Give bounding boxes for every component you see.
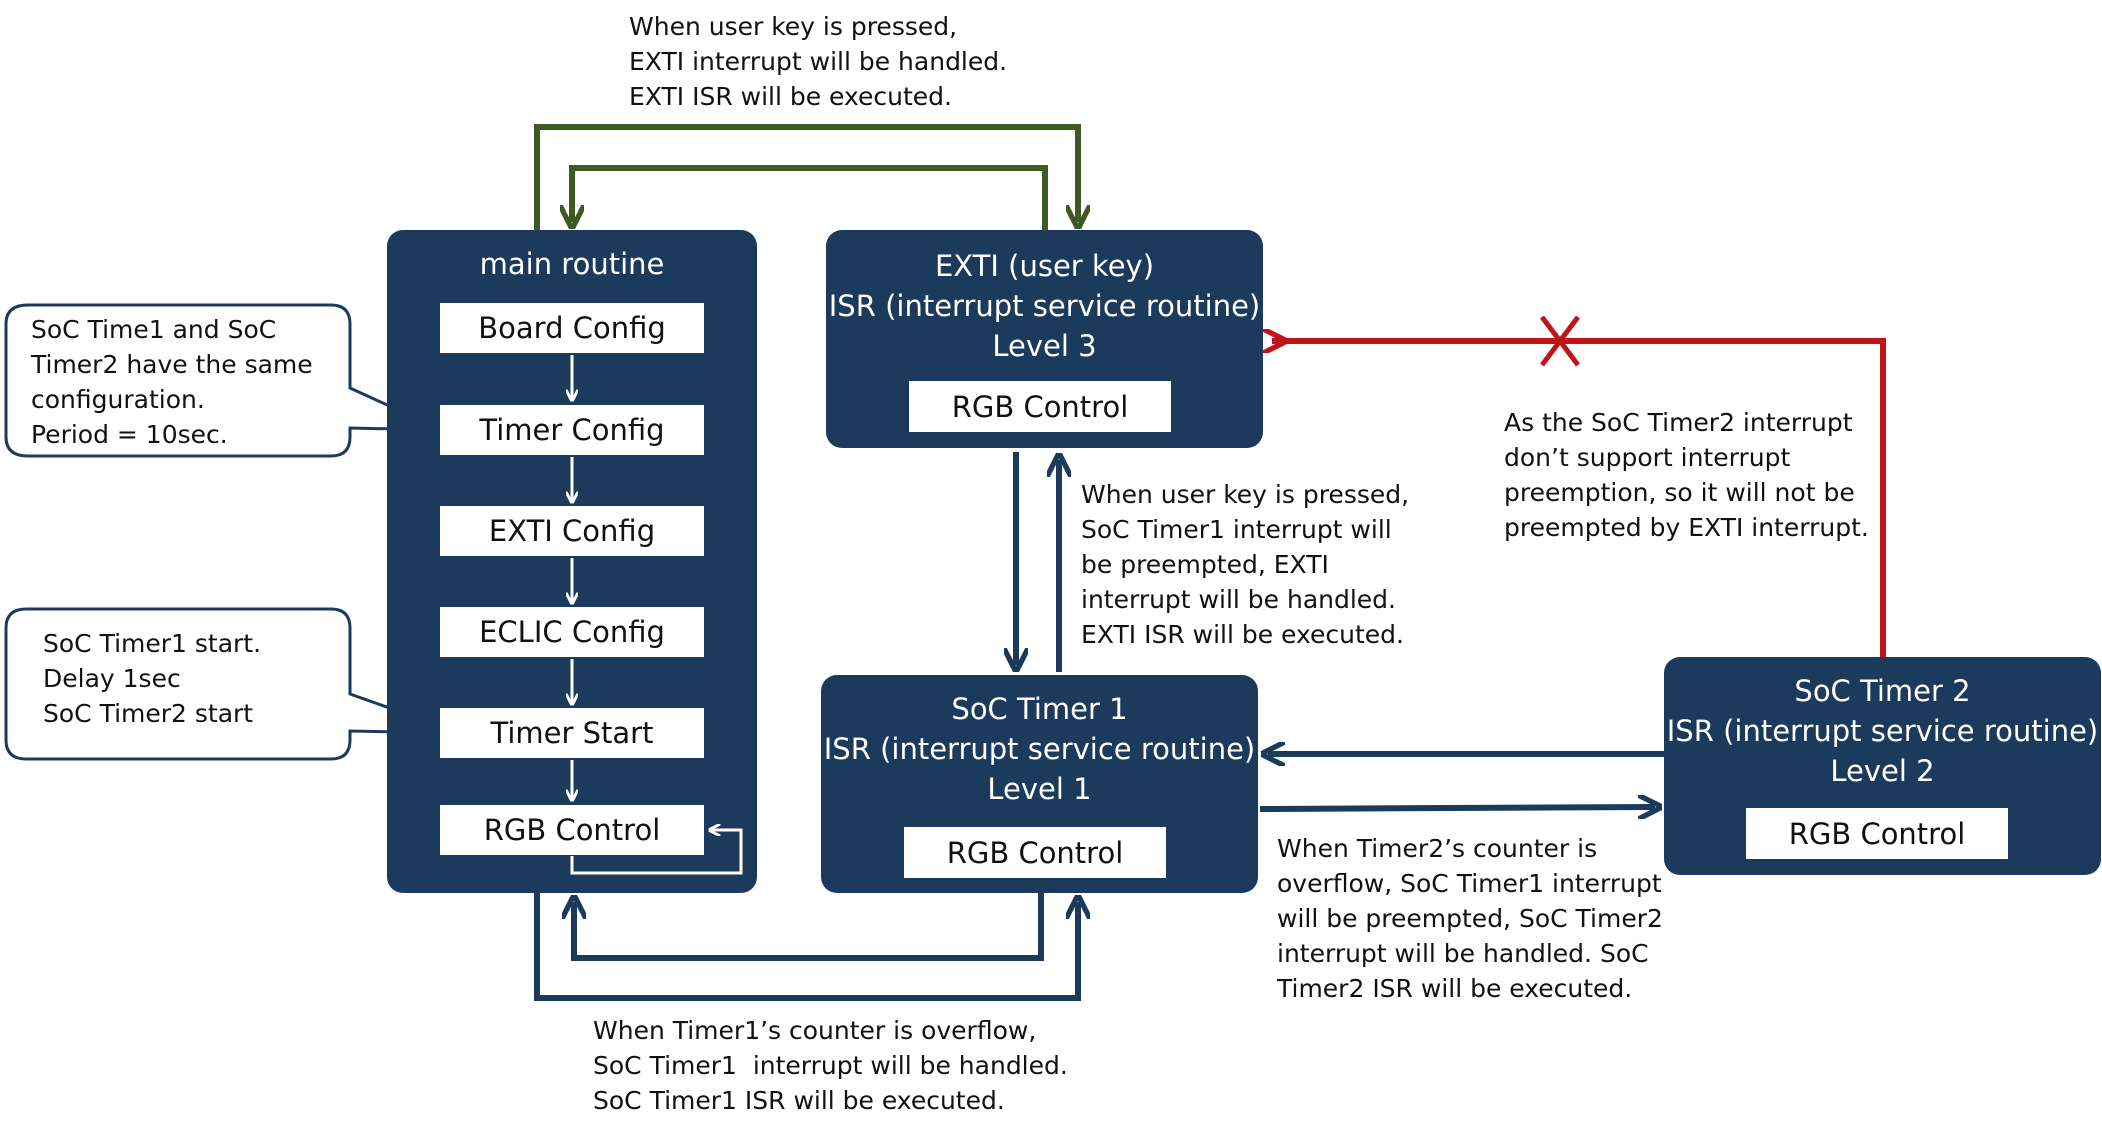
- exti-isr-subtitle: ISR (interrupt service routine): [828, 289, 1261, 323]
- arrow-timer1-to-main: [574, 893, 1044, 961]
- timer-start-step: Timer Start: [440, 708, 704, 758]
- timer2-isr-name: SoC Timer 2: [1794, 674, 1971, 708]
- eclic-config-step: ECLIC Config: [440, 607, 704, 657]
- callout-start-text: SoC Timer1 start. Delay 1sec SoC Timer2 …: [43, 629, 262, 728]
- blocked-x-mark: [1540, 315, 1580, 367]
- timer2-isr-box: SoC Timer 2 ISR (interrupt service routi…: [1664, 657, 2101, 875]
- callout-config-bubble: [4, 303, 443, 458]
- arrow-main-to-exti: [534, 124, 1078, 232]
- exti-isr-level: Level 3: [992, 329, 1097, 363]
- exti-isr-name: EXTI (user key): [934, 249, 1155, 283]
- timer2-isr-level: Level 2: [1830, 754, 1935, 788]
- callout-start-bubble: [4, 607, 461, 761]
- rgb-control-step: RGB Control: [440, 805, 704, 855]
- note-user-key-top: When user key is pressed, EXTI interrupt…: [629, 12, 1008, 111]
- note-user-key-preempt: When user key is pressed, SoC Timer1 int…: [1081, 480, 1410, 649]
- callout-config-text: SoC Time1 and SoC Timer2 have the same c…: [31, 315, 313, 449]
- note-timer2-no-preemption: As the SoC Timer2 interrupt don’t suppor…: [1504, 408, 1869, 542]
- timer1-isr-level: Level 1: [987, 772, 1092, 806]
- note-timer2-overflow: When Timer2’s counter is overflow, SoC T…: [1277, 834, 1663, 1003]
- timer2-isr-subtitle: ISR (interrupt service routine): [1666, 714, 2099, 748]
- timer1-isr-subtitle: ISR (interrupt service routine): [823, 732, 1256, 766]
- timer2-rgb-control: RGB Control: [1746, 808, 2008, 859]
- timer1-rgb-control: RGB Control: [904, 827, 1166, 878]
- arrow-main-to-timer1: [534, 893, 1078, 1001]
- exti-rgb-control: RGB Control: [909, 381, 1171, 432]
- exti-config-step: EXTI Config: [440, 506, 704, 556]
- timer-config-step: Timer Config: [440, 405, 704, 455]
- arrow-exti-to-main: [572, 165, 1048, 232]
- board-config-step: Board Config: [440, 303, 704, 353]
- arrow-timer2-to-exti-blocked: [1278, 338, 1886, 659]
- arrow-timer1-to-timer2: [1259, 807, 1655, 809]
- main-routine-title: main routine: [479, 247, 665, 281]
- note-timer1-overflow: When Timer1’s counter is overflow, SoC T…: [593, 1016, 1068, 1115]
- timer1-isr-name: SoC Timer 1: [951, 692, 1128, 726]
